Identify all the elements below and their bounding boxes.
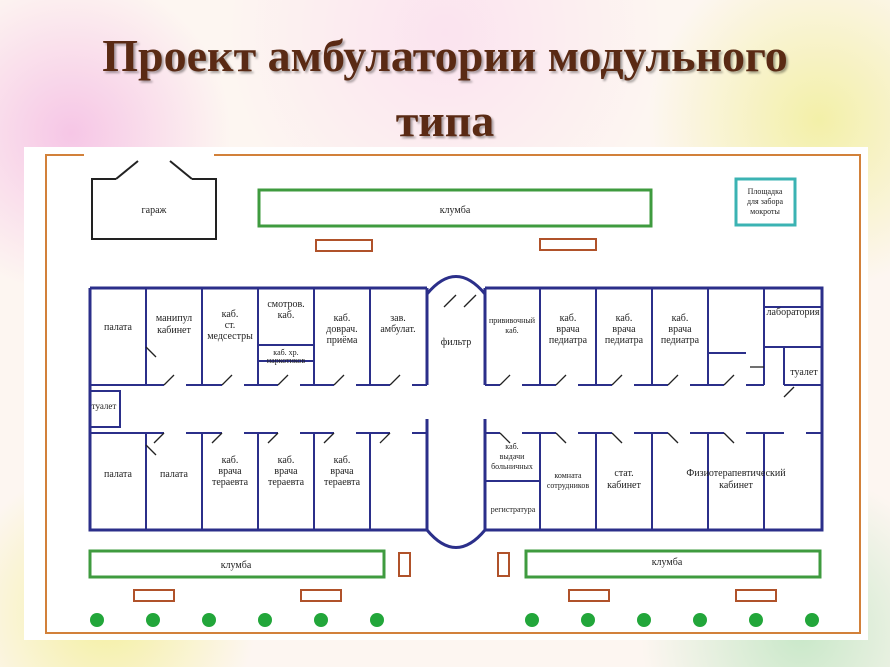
svg-text:наркотиков: наркотиков	[267, 356, 305, 365]
interior-walls	[90, 288, 822, 530]
svg-text:смотров.: смотров.	[267, 299, 304, 310]
tree	[693, 613, 707, 627]
flowerbed-top-label: клумба	[440, 205, 471, 216]
svg-text:врача: врача	[612, 324, 636, 335]
bench-top-right	[539, 238, 597, 251]
svg-text:каб.: каб.	[222, 309, 239, 320]
bench-bottom-1	[133, 589, 175, 602]
room-toilet-right: туалет	[790, 367, 818, 378]
page-title-line-2: типа	[395, 95, 495, 146]
svg-text:каб. хр.: каб. хр.	[273, 348, 298, 357]
tree	[525, 613, 539, 627]
room-labels-upper: палата манипул кабинет каб. ст. медсестр…	[104, 299, 820, 378]
svg-text:прививочный: прививочный	[489, 316, 536, 325]
door-swings	[145, 294, 795, 456]
svg-text:тераевта: тераевта	[268, 477, 305, 488]
svg-text:клумба: клумба	[652, 557, 683, 568]
bench-bottom-4	[735, 589, 777, 602]
flowerbed-bottom-left	[88, 549, 386, 579]
svg-text:сотрудников: сотрудников	[547, 481, 590, 490]
tree	[202, 613, 216, 627]
room-labels-lower: палата палата каб. врача тераевта каб. в…	[104, 442, 786, 514]
svg-text:каб.: каб.	[505, 326, 518, 335]
svg-text:тераевта: тераевта	[212, 477, 249, 488]
flowerbed-top	[257, 188, 653, 228]
svg-text:кабинет: кабинет	[719, 480, 753, 491]
svg-text:Физиотерапевтический: Физиотерапевтический	[686, 468, 786, 479]
tree	[749, 613, 763, 627]
svg-text:педиатра: педиатра	[605, 335, 644, 346]
tree	[90, 613, 104, 627]
svg-text:стат.: стат.	[614, 468, 633, 479]
floor-plan-drawing: гараж клумба Площадка для забора мокроты	[45, 154, 861, 634]
svg-text:ст.: ст.	[225, 320, 236, 331]
site-fence	[45, 154, 861, 634]
tree	[146, 613, 160, 627]
floor-plan: гараж клумба Площадка для забора мокроты	[24, 147, 868, 640]
svg-text:больничных: больничных	[491, 462, 533, 471]
svg-text:тераевта: тераевта	[324, 477, 361, 488]
svg-text:доврач.: доврач.	[326, 324, 357, 335]
sputum-collection-area	[734, 177, 797, 227]
svg-text:каб.: каб.	[278, 455, 295, 466]
svg-text:для забора: для забора	[747, 197, 784, 206]
svg-text:кабинет: кабинет	[157, 325, 191, 336]
svg-text:каб.: каб.	[334, 313, 351, 324]
flowerbed-bottom-right	[524, 549, 822, 579]
svg-text:врача: врача	[556, 324, 580, 335]
svg-text:врача: врача	[218, 466, 242, 477]
svg-text:врача: врача	[330, 466, 354, 477]
building-walls	[88, 275, 824, 549]
room-ward-1: палата	[104, 322, 133, 333]
svg-text:кабинет: кабинет	[607, 480, 641, 491]
svg-text:выдачи: выдачи	[500, 452, 525, 461]
svg-text:амбулат.: амбулат.	[380, 324, 415, 335]
svg-text:врача: врача	[668, 324, 692, 335]
svg-text:манипул: манипул	[156, 313, 192, 324]
svg-text:педиатра: педиатра	[549, 335, 588, 346]
svg-text:каб.: каб.	[334, 455, 351, 466]
svg-text:регистратура: регистратура	[491, 505, 536, 514]
svg-text:приёма: приёма	[327, 335, 358, 346]
svg-text:каб.: каб.	[560, 313, 577, 324]
bench-top-left	[315, 239, 373, 252]
svg-text:палата: палата	[160, 469, 189, 480]
svg-text:зав.: зав.	[390, 313, 406, 324]
svg-text:педиатра: педиатра	[661, 335, 700, 346]
bench-bottom-2	[300, 589, 342, 602]
svg-text:каб.: каб.	[222, 455, 239, 466]
svg-text:медсестры: медсестры	[207, 331, 253, 342]
tree	[581, 613, 595, 627]
svg-text:каб.: каб.	[505, 442, 518, 451]
room-filter: фильтр	[441, 337, 472, 348]
tree	[314, 613, 328, 627]
svg-text:палата: палата	[104, 469, 133, 480]
svg-text:каб.: каб.	[616, 313, 633, 324]
tree	[805, 613, 819, 627]
svg-text:каб.: каб.	[278, 310, 295, 321]
svg-text:клумба: клумба	[221, 560, 252, 571]
trees	[90, 613, 819, 627]
svg-text:мокроты: мокроты	[750, 207, 780, 216]
post-right	[497, 552, 510, 577]
tree	[370, 613, 384, 627]
tree	[258, 613, 272, 627]
page-title-line-1: Проект амбулатории модульного	[102, 30, 788, 81]
garage-label: гараж	[142, 205, 167, 216]
tree	[637, 613, 651, 627]
bench-bottom-3	[568, 589, 610, 602]
room-toilet-left: туалет	[92, 401, 117, 411]
svg-text:комната: комната	[554, 471, 582, 480]
svg-text:Площадка: Площадка	[748, 187, 783, 196]
garage: гараж	[91, 160, 217, 240]
svg-text:каб.: каб.	[672, 313, 689, 324]
post-left	[398, 552, 411, 577]
svg-text:врача: врача	[274, 466, 298, 477]
room-laboratory: лаборатория	[767, 307, 820, 318]
